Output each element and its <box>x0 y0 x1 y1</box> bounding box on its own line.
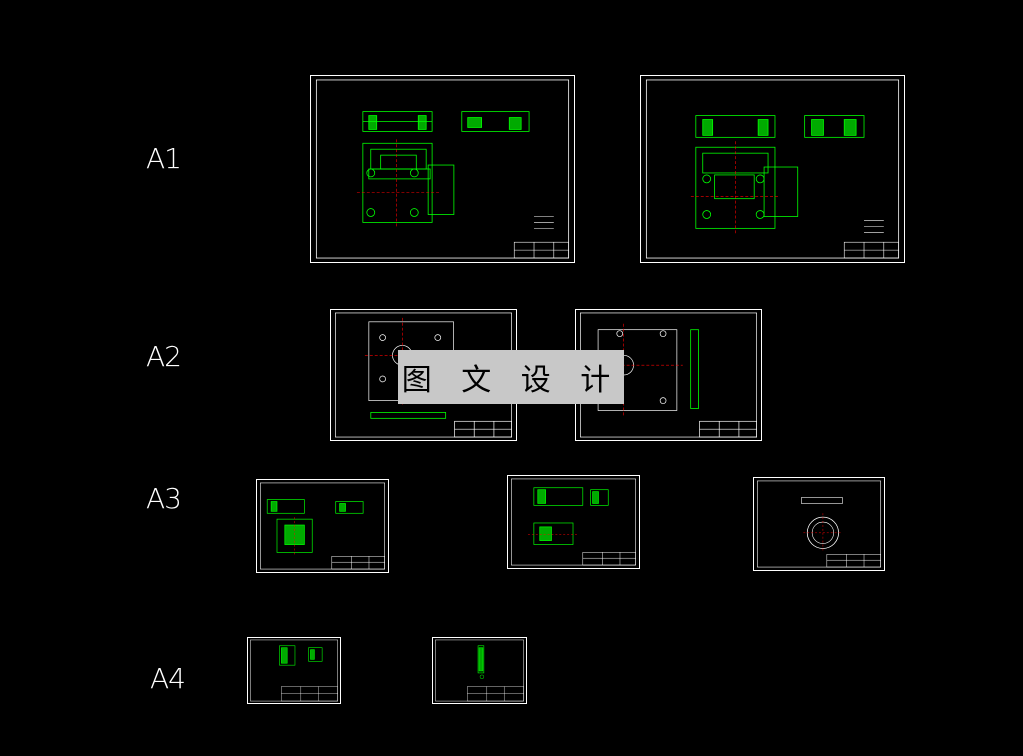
drawing-content <box>260 482 385 570</box>
drawing-content <box>315 79 570 259</box>
row-label-a2: A2 <box>146 340 182 373</box>
drawing-content <box>511 478 636 566</box>
drawing-sheet-a1-1[interactable] <box>310 75 575 263</box>
drawing-sheet-a3-3[interactable] <box>753 477 885 571</box>
drawing-sheet-a3-1[interactable] <box>256 479 389 573</box>
row-label-a3: A3 <box>146 482 182 515</box>
drawing-content <box>435 639 524 702</box>
row-label-a1: A1 <box>146 142 182 175</box>
drawing-sheet-a1-2[interactable] <box>640 75 905 263</box>
drawing-sheet-a4-1[interactable] <box>247 637 341 704</box>
drawing-content <box>757 480 881 568</box>
drawing-sheet-a4-2[interactable] <box>432 637 527 704</box>
drawing-content <box>250 639 338 702</box>
drawing-content <box>645 79 900 259</box>
watermark-label: 图 文 设 计 <box>398 350 624 404</box>
drawing-sheet-a3-2[interactable] <box>507 475 640 569</box>
row-label-a4: A4 <box>150 662 186 695</box>
